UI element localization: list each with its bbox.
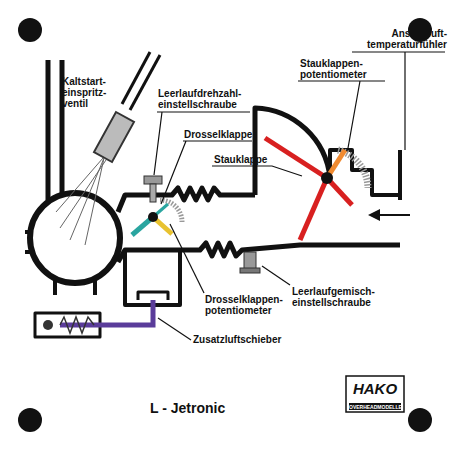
aux-air-valve	[43, 300, 153, 333]
part-label: Kaltstart- einspritz- ventil	[62, 76, 122, 109]
idle-speed-screw	[144, 176, 162, 202]
idle-mixture-screw	[240, 252, 260, 273]
part-label: Stauklappe	[214, 154, 294, 165]
part-label: Zusatzluftschieber	[193, 334, 313, 345]
corner-dots	[18, 18, 432, 432]
part-label: Drosselklappen- potentiometer	[205, 294, 301, 316]
logo-text: OVERHEADMODELLE	[349, 404, 401, 410]
throttle-valve	[132, 200, 182, 235]
sensor-flap	[265, 138, 368, 240]
logo-frame	[346, 376, 404, 412]
diagram-title: L - Jetronic	[150, 400, 225, 416]
part-label: Leerlaufdrehzahl- einstellschraube	[158, 88, 254, 110]
housing	[25, 60, 400, 337]
cold-start-valve	[56, 52, 160, 245]
flow-arrow	[368, 209, 410, 221]
leader-lines	[154, 52, 445, 340]
part-label: Ansaugluft- temperaturfühler	[353, 28, 447, 50]
part-label: Leerlaufgemisch- einstellschraube	[292, 286, 392, 308]
part-label: Drosselklappe	[184, 129, 274, 140]
logo-text: HAKO	[348, 380, 402, 397]
part-label: Stauklappen- potentiometer	[300, 58, 388, 80]
